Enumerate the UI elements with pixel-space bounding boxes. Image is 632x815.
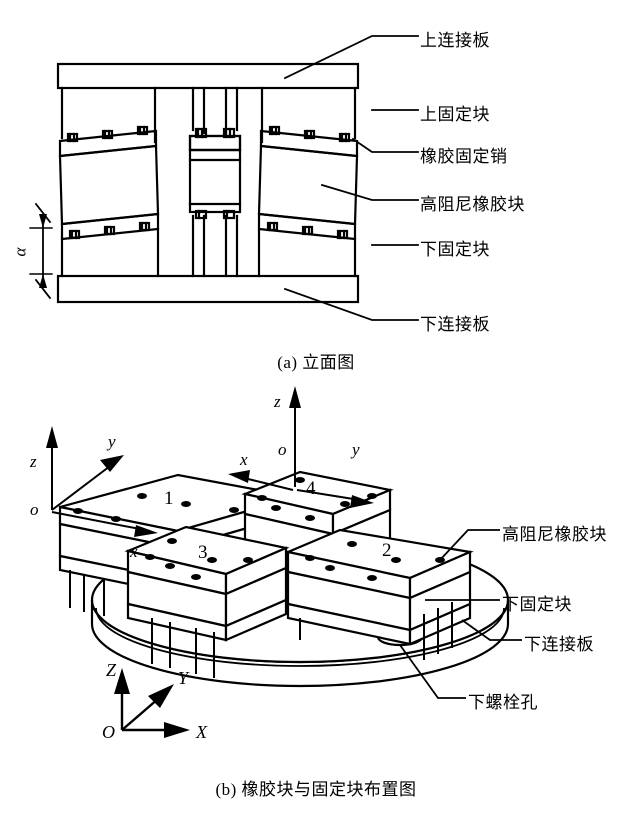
pin-dots-block-3 [145, 538, 253, 580]
label-b-lower-bolt-hole: 下螺栓孔 [468, 693, 538, 712]
axis-label-global-Z: Z [106, 660, 117, 680]
axis-label-global-Y: Y [178, 668, 189, 688]
pin-dots-block-1 [73, 493, 267, 522]
axis-label-global-origin: O [102, 722, 115, 742]
block-number-4: 4 [306, 478, 316, 499]
figure-a-drawing [29, 35, 419, 321]
lower-fixed-block-legs-2 [299, 602, 453, 660]
lower-fixed-block-left [60, 227, 160, 278]
alpha-dimension [29, 202, 53, 300]
label-upper-fixed-block: 上固定块 [420, 105, 490, 124]
figure-a-caption: (a) 立面图 [277, 353, 355, 372]
axis-label-block1-y: y [108, 432, 116, 451]
upper-connect-plate-shape [56, 62, 360, 90]
lower-fixed-block-legs-1 [69, 570, 105, 616]
rubber-block-2 [284, 528, 474, 660]
rubber-fixing-pin-group-top-left [66, 125, 149, 143]
lower-fixed-block-legs-3 [151, 618, 215, 678]
label-upper-connect-plate: 上连接板 [420, 31, 490, 50]
label-lower-connect-plate: 下连接板 [420, 315, 490, 334]
label-b-lower-fixed-block: 下固定块 [502, 595, 572, 614]
rubber-fixing-pin-group-bottom-right [266, 221, 349, 240]
block-number-2: 2 [382, 540, 392, 561]
axis-label-block1-origin: o [30, 500, 39, 519]
rubber-fixing-pin-group-bottom-left [68, 221, 151, 240]
axis-label-block4-x: x [240, 450, 248, 469]
axis-label-block1-x: x [130, 542, 138, 561]
label-b-lower-connect-plate: 下连接板 [524, 635, 594, 654]
rubber-fixing-pin-group-center [194, 127, 236, 220]
axis-label-block4-y: y [352, 440, 360, 459]
axis-label-block4-origin: o [278, 440, 287, 459]
label-lower-fixed-block: 下固定块 [420, 240, 490, 259]
axis-label-block1-z: z [30, 452, 37, 471]
leader-lines-figure-b [399, 529, 522, 699]
global-axes [114, 668, 190, 738]
local-axes-block-4 [228, 386, 374, 508]
block-number-1: 1 [164, 488, 174, 509]
rubber-block-3 [124, 525, 290, 678]
local-axes-block-1 [46, 426, 158, 537]
label-high-damping-rubber-block: 高阻尼橡胶块 [420, 195, 525, 214]
center-column [188, 86, 242, 278]
label-rubber-fixing-pin: 橡胶固定销 [420, 147, 508, 166]
block-number-3: 3 [198, 542, 208, 563]
label-b-high-damping-rubber-block: 高阻尼橡胶块 [502, 525, 607, 544]
figure-b-caption: (b) 橡胶块与固定块布置图 [215, 780, 417, 799]
lower-connect-plate-shape [56, 274, 360, 304]
axis-label-global-X: X [196, 722, 207, 742]
rubber-fixing-pin-group-top-right [268, 125, 351, 143]
leader-lines-figure-a [283, 35, 419, 321]
pin-dots-block-4 [257, 477, 377, 521]
axis-label-block4-z: z [274, 392, 281, 411]
lower-fixed-block-right [257, 227, 357, 278]
